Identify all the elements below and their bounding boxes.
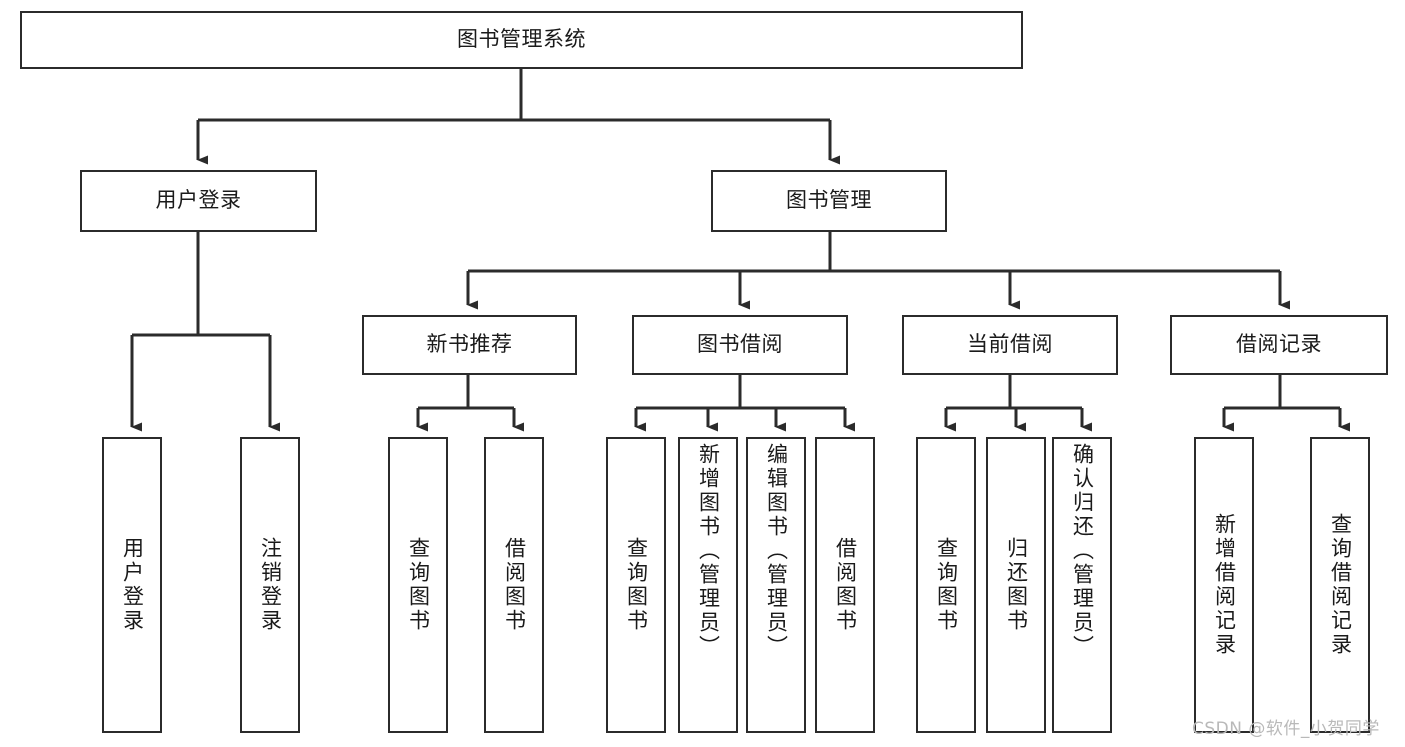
node-user-login[interactable]: 用户登录 <box>80 170 317 232</box>
csdn-watermark: CSDN @软件_小贺同学 <box>1192 719 1380 739</box>
node-leaf-query-book-3[interactable]: 查询图书 <box>916 437 976 733</box>
node-leaf-edit-book-admin[interactable]: 编辑图书（管理员） <box>746 437 806 733</box>
node-leaf-return-book-label: 归还图书 <box>1004 537 1029 633</box>
node-leaf-confirm-return-admin-label: 确认归还（管理员） <box>1070 443 1095 659</box>
node-leaf-logout-login[interactable]: 注销登录 <box>240 437 300 733</box>
node-leaf-return-book[interactable]: 归还图书 <box>986 437 1046 733</box>
node-leaf-add-borrow-record-label: 新增借阅记录 <box>1212 513 1237 657</box>
node-root-label: 图书管理系统 <box>457 27 586 52</box>
node-borrow-record-label: 借阅记录 <box>1236 332 1322 357</box>
node-book-manage[interactable]: 图书管理 <box>711 170 947 232</box>
node-leaf-query-borrow-record-label: 查询借阅记录 <box>1328 513 1353 657</box>
node-root[interactable]: 图书管理系统 <box>20 11 1023 69</box>
node-leaf-borrow-book-1[interactable]: 借阅图书 <box>484 437 544 733</box>
node-new-book-recommend[interactable]: 新书推荐 <box>362 315 577 375</box>
node-leaf-edit-book-admin-label: 编辑图书（管理员） <box>764 443 789 659</box>
node-borrow-record[interactable]: 借阅记录 <box>1170 315 1388 375</box>
node-book-manage-label: 图书管理 <box>786 188 872 213</box>
node-leaf-query-borrow-record[interactable]: 查询借阅记录 <box>1310 437 1370 733</box>
node-leaf-query-book-3-label: 查询图书 <box>934 537 959 633</box>
node-book-borrow-label: 图书借阅 <box>697 332 783 357</box>
node-leaf-add-borrow-record[interactable]: 新增借阅记录 <box>1194 437 1254 733</box>
node-leaf-borrow-book-2-label: 借阅图书 <box>833 537 858 633</box>
node-leaf-borrow-book-1-label: 借阅图书 <box>502 537 527 633</box>
node-leaf-confirm-return-admin[interactable]: 确认归还（管理员） <box>1052 437 1112 733</box>
node-leaf-add-book-admin[interactable]: 新增图书（管理员） <box>678 437 738 733</box>
node-leaf-query-book-1-label: 查询图书 <box>406 537 431 633</box>
node-current-borrow[interactable]: 当前借阅 <box>902 315 1118 375</box>
node-current-borrow-label: 当前借阅 <box>967 332 1053 357</box>
node-leaf-user-login-label: 用户登录 <box>120 537 145 633</box>
node-leaf-query-book-1[interactable]: 查询图书 <box>388 437 448 733</box>
node-user-login-label: 用户登录 <box>155 188 242 213</box>
node-leaf-add-book-admin-label: 新增图书（管理员） <box>696 443 721 659</box>
node-leaf-query-book-2-label: 查询图书 <box>624 537 649 633</box>
node-leaf-borrow-book-2[interactable]: 借阅图书 <box>815 437 875 733</box>
node-leaf-user-login[interactable]: 用户登录 <box>102 437 162 733</box>
node-new-book-recommend-label: 新书推荐 <box>426 332 513 357</box>
node-leaf-query-book-2[interactable]: 查询图书 <box>606 437 666 733</box>
node-leaf-logout-login-label: 注销登录 <box>258 537 283 633</box>
node-book-borrow[interactable]: 图书借阅 <box>632 315 848 375</box>
